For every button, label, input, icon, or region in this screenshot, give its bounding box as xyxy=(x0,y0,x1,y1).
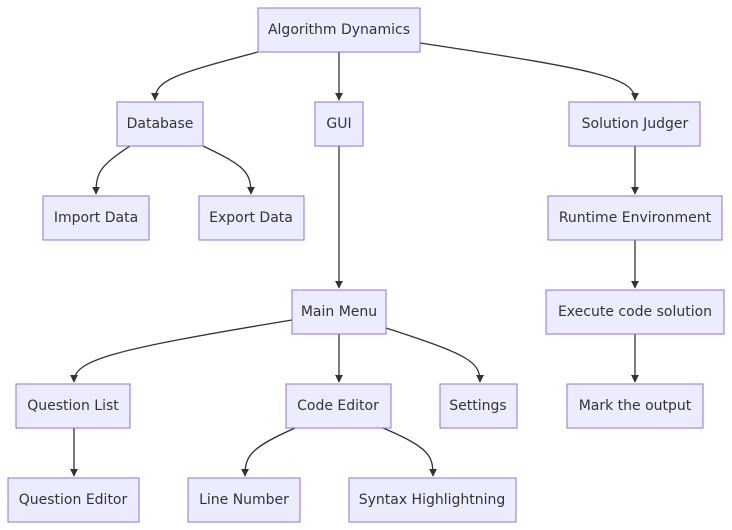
node-label: Settings xyxy=(449,398,506,414)
node-label: Code Editor xyxy=(297,398,379,414)
edge-main-menu-to-question-list xyxy=(70,319,293,383)
node-gui[interactable]: GUI xyxy=(314,101,364,147)
node-label: Question List xyxy=(27,398,119,414)
node-solution-judger[interactable]: Solution Judger xyxy=(568,101,701,147)
node-line-number[interactable]: Line Number xyxy=(187,477,301,523)
node-syntax-highlightning[interactable]: Syntax Highlightning xyxy=(348,477,517,523)
node-label: GUI xyxy=(326,116,351,132)
node-label: Import Data xyxy=(54,210,138,226)
node-main-menu[interactable]: Main Menu xyxy=(291,289,387,335)
node-label: Mark the output xyxy=(579,398,692,414)
node-algorithm-dynamics[interactable]: Algorithm Dynamics xyxy=(257,7,421,53)
node-database[interactable]: Database xyxy=(116,101,204,147)
node-settings[interactable]: Settings xyxy=(439,383,518,429)
node-label: Database xyxy=(127,116,194,132)
edge-code-editor-to-line-number xyxy=(241,427,296,477)
edge-database-to-export-data xyxy=(202,145,255,195)
edge-database-to-import-data xyxy=(92,145,131,195)
edge-algorithm-dynamics-to-database xyxy=(151,51,259,101)
edge-main-menu-to-settings xyxy=(385,327,484,383)
node-label: Line Number xyxy=(199,492,289,508)
node-runtime-environment[interactable]: Runtime Environment xyxy=(547,195,723,241)
node-mark-the-output[interactable]: Mark the output xyxy=(566,383,704,429)
node-export-data[interactable]: Export Data xyxy=(198,195,305,241)
node-label: Syntax Highlightning xyxy=(359,492,506,508)
node-import-data[interactable]: Import Data xyxy=(42,195,150,241)
node-label: Question Editor xyxy=(19,492,128,508)
node-code-editor[interactable]: Code Editor xyxy=(285,383,392,429)
node-label: Solution Judger xyxy=(582,116,689,132)
node-execute-code-solution[interactable]: Execute code solution xyxy=(545,289,725,335)
node-label: Runtime Environment xyxy=(559,210,712,226)
node-question-editor[interactable]: Question Editor xyxy=(7,477,140,523)
edges xyxy=(70,42,639,477)
node-label: Execute code solution xyxy=(558,304,712,320)
edge-code-editor-to-syntax-highlightning xyxy=(382,427,437,477)
node-label: Export Data xyxy=(209,210,293,226)
node-label: Algorithm Dynamics xyxy=(268,22,410,38)
node-label: Main Menu xyxy=(301,304,377,320)
node-question-list[interactable]: Question List xyxy=(15,383,131,429)
edge-algorithm-dynamics-to-solution-judger xyxy=(419,42,639,101)
